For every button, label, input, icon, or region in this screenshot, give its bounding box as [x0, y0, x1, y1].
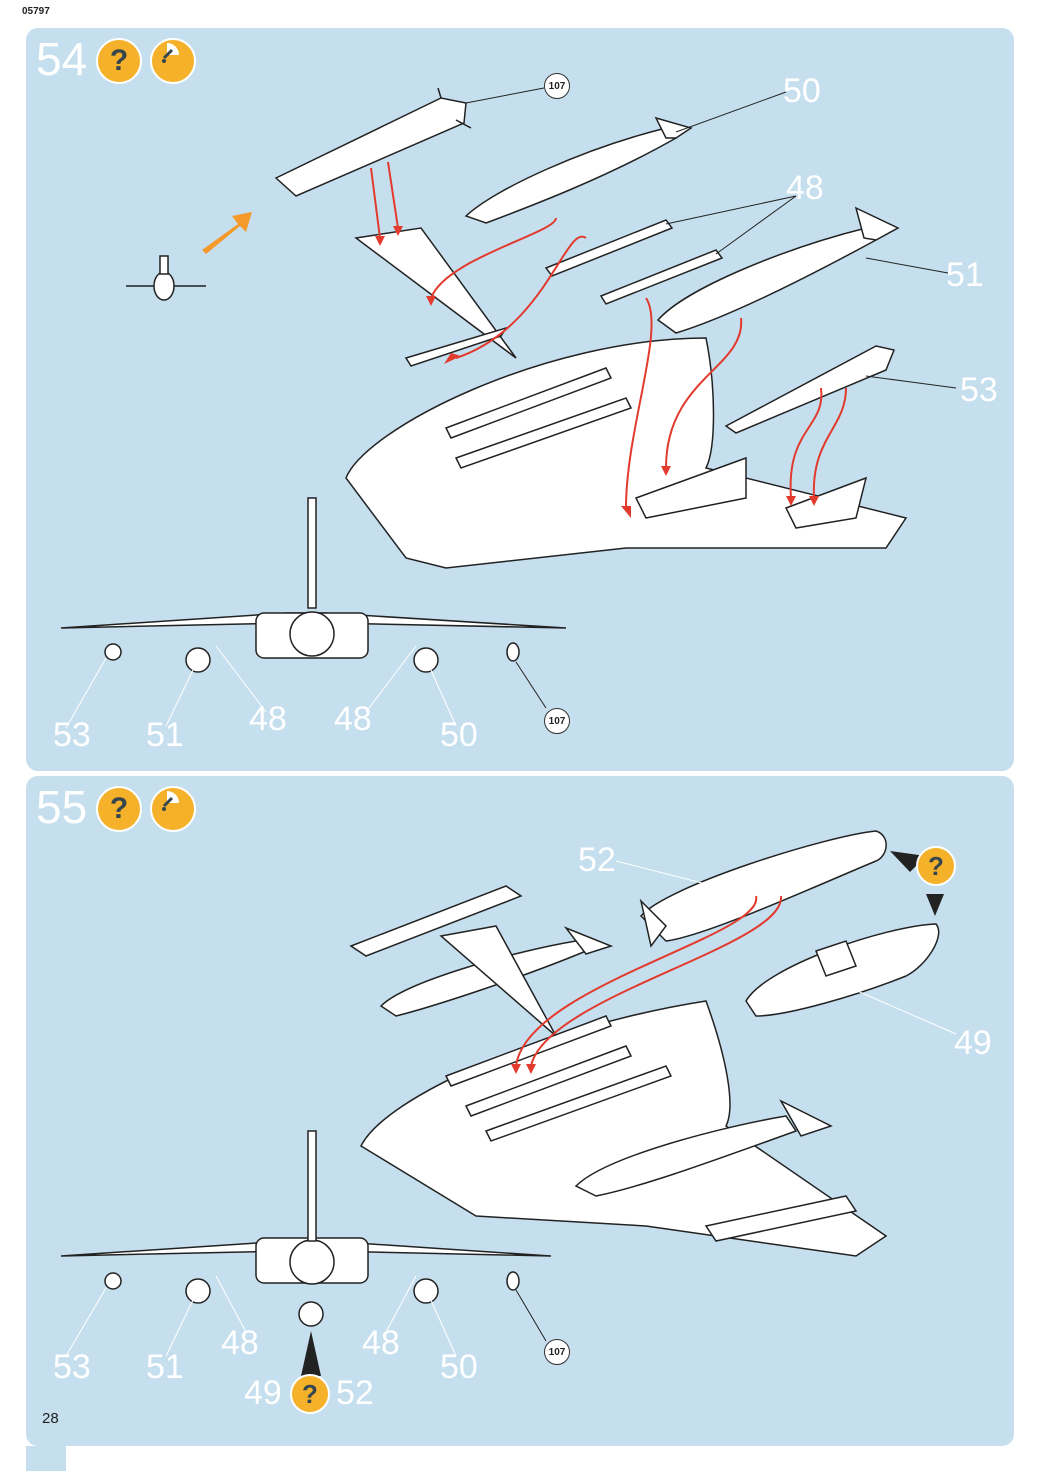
step-54-panel: 54 ? 107 50 48 51 53 53 51 48 48 50 107 [26, 28, 1014, 771]
label-bottom-52: 52 [336, 1374, 374, 1412]
page-number: 28 [42, 1410, 59, 1427]
step-number: 55 [36, 781, 88, 833]
label-bottom-51: 51 [146, 716, 184, 754]
glue-icon [150, 786, 196, 832]
label-bottom-53: 53 [53, 1348, 91, 1386]
label-bottom-48-right: 48 [334, 700, 372, 738]
label-part-50: 50 [783, 72, 821, 110]
part-ref-107-bottom: 107 [544, 1339, 570, 1365]
label-part-53: 53 [960, 371, 998, 409]
label-part-48: 48 [786, 169, 824, 207]
label-bottom-49: 49 [244, 1374, 282, 1412]
label-bottom-48-left: 48 [221, 1324, 259, 1362]
label-bottom-48-right: 48 [362, 1324, 400, 1362]
label-part-49: 49 [954, 1024, 992, 1062]
label-bottom-51: 51 [146, 1348, 184, 1386]
label-part-51: 51 [946, 256, 984, 294]
step-55-drawing [60, 830, 957, 1376]
help-callout-icon-bottom: ? [290, 1374, 330, 1414]
step-55-panel: 55 ? 52 ? 49 53 51 48 48 50 49 ? 52 107 [26, 776, 1014, 1446]
label-bottom-48-left: 48 [249, 700, 287, 738]
page-number-tab [26, 1446, 66, 1471]
help-icon: ? [96, 38, 142, 84]
label-part-52: 52 [578, 841, 616, 879]
part-ref-107-bottom: 107 [544, 708, 570, 734]
part-ref-107: 107 [544, 73, 570, 99]
label-bottom-50: 50 [440, 1348, 478, 1386]
document-code: 05797 [22, 6, 50, 17]
glue-icon [150, 38, 196, 84]
label-bottom-53: 53 [53, 716, 91, 754]
step-number: 54 [36, 33, 88, 85]
help-callout-icon: ? [916, 846, 956, 886]
help-icon: ? [96, 786, 142, 832]
label-bottom-50: 50 [440, 716, 478, 754]
step-54-drawing [60, 87, 957, 729]
